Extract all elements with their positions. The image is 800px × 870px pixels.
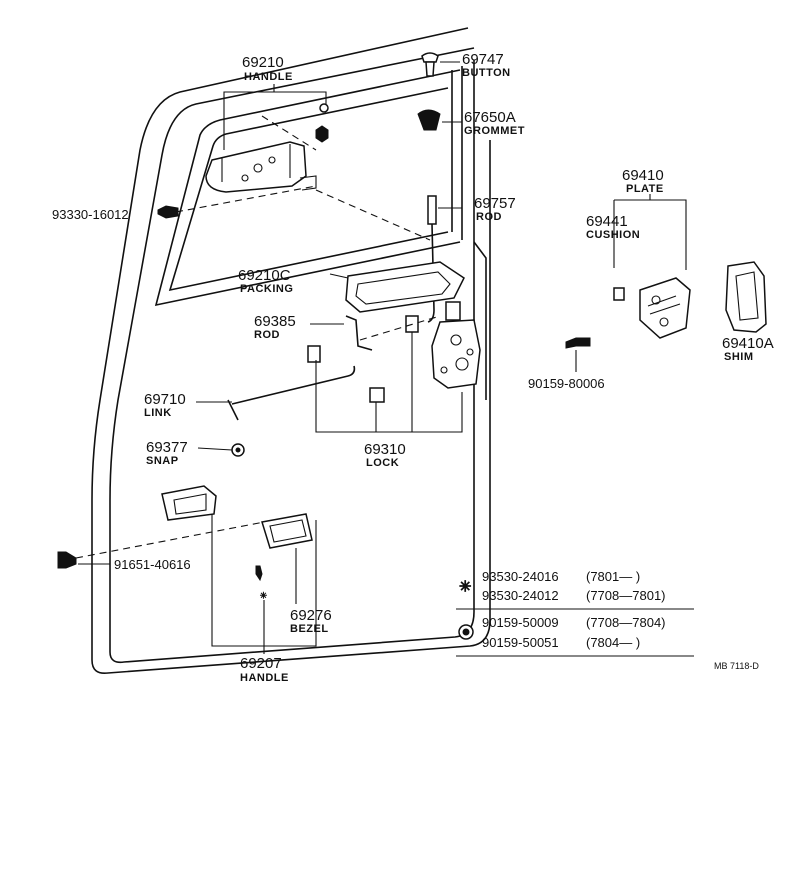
label-69410a-name: SHIM xyxy=(724,351,754,363)
plate-part xyxy=(613,277,691,339)
label-69441: 69441 CUSHION xyxy=(586,213,640,241)
bezel-star: ⁕ xyxy=(258,588,269,603)
label-69377-num: 69377 xyxy=(146,439,188,456)
label-69207: 69207 HANDLE xyxy=(240,655,289,684)
label-69207-num: 69207 xyxy=(240,655,282,672)
label-69747-num: 69747 xyxy=(462,51,504,68)
screw-icon xyxy=(255,565,263,582)
legend-row-2-range: (7708—7801) xyxy=(586,588,666,603)
link-part xyxy=(227,365,356,421)
label-69210c-num: 69210C xyxy=(238,267,291,284)
legend-row-2-part: 93530-24012 xyxy=(482,588,559,603)
legend-star-icon: ⁕ xyxy=(456,574,474,599)
lock-part xyxy=(431,301,481,389)
legend-row-3-part: 90159-50009 xyxy=(482,615,559,630)
snap-leader xyxy=(197,447,233,451)
legend-row-3-range: (7708—7804) xyxy=(586,615,666,630)
label-69410: 69410 PLATE xyxy=(622,167,664,195)
label-69757: 69757 ROD xyxy=(474,195,516,223)
legend-row-4-part: 90159-50051 xyxy=(482,635,559,650)
bezel-part xyxy=(261,513,313,549)
lock-clip-b xyxy=(307,345,321,363)
snap-part xyxy=(231,443,245,457)
handle-dash-1 xyxy=(261,115,317,151)
button-part xyxy=(421,52,439,77)
label-69757-num: 69757 xyxy=(474,195,516,212)
label-67650a-num: 67650A xyxy=(464,109,516,126)
label-69441-num: 69441 xyxy=(586,213,628,230)
label-93330: 93330-16012 xyxy=(52,207,129,222)
label-69210-name: HANDLE xyxy=(244,71,293,83)
legend-table: ⁕ 93530-24016 (7801— ) 93530-24012 (7708… xyxy=(456,569,694,657)
handle-dash-3 xyxy=(315,189,431,241)
label-69757-name: ROD xyxy=(476,211,502,223)
inside-handle-part xyxy=(161,485,217,521)
lock-clip-c xyxy=(369,387,385,403)
label-69377-name: SNAP xyxy=(146,455,179,467)
handle-leader xyxy=(223,91,327,150)
grommet-part xyxy=(417,109,441,131)
legend-row-4-range: (7804— ) xyxy=(586,635,640,650)
shim-part xyxy=(725,261,767,333)
bolt-91651-icon xyxy=(57,551,77,569)
label-69385: 69385 ROD xyxy=(254,313,296,341)
label-67650a: 67650A GROMMET xyxy=(464,109,525,137)
label-69310: 69310 LOCK xyxy=(364,441,406,469)
lock-bracket-inner xyxy=(375,332,413,432)
label-69410-num: 69410 xyxy=(622,167,664,184)
label-69410-name: PLATE xyxy=(626,183,664,195)
label-69276: 69276 BEZEL xyxy=(290,607,332,635)
legend-row-1-range: (7801— ) xyxy=(586,569,640,584)
figure-code: MB 7118-D xyxy=(714,661,759,671)
lock-bracket xyxy=(315,360,463,433)
label-69410a: 69410A SHIM xyxy=(722,335,774,363)
packing-part xyxy=(345,261,465,313)
packing-leader xyxy=(329,273,349,279)
label-90159-80006: 90159-80006 xyxy=(528,376,605,391)
bolt-93330-icon xyxy=(157,205,179,219)
rod-69385-part xyxy=(345,315,373,351)
label-69385-num: 69385 xyxy=(254,313,296,330)
label-69710-num: 69710 xyxy=(144,391,186,408)
nut-icon xyxy=(319,103,329,113)
legend-row-1-part: 93530-24016 xyxy=(482,569,559,584)
clip-icon xyxy=(315,125,329,143)
label-69210c-name: PACKING xyxy=(240,283,293,295)
label-69276-name: BEZEL xyxy=(290,623,329,635)
label-69207-name: HANDLE xyxy=(240,672,289,684)
label-69310-name: LOCK xyxy=(366,457,399,469)
label-69210-num: 69210 xyxy=(242,54,284,71)
label-69710-name: LINK xyxy=(144,407,172,419)
plate-bracket xyxy=(614,199,687,270)
label-69410a-num: 69410A xyxy=(722,335,774,352)
label-69385-name: ROD xyxy=(254,329,280,341)
label-69747: 69747 BUTTON xyxy=(462,51,511,79)
label-69210: 69210 HANDLE xyxy=(242,54,293,83)
lock-dash xyxy=(359,315,441,341)
label-69747-name: BUTTON xyxy=(462,67,511,79)
label-67650a-name: GROMMET xyxy=(464,125,525,137)
rod-69757-part xyxy=(427,195,437,323)
outside-handle-part xyxy=(205,141,317,193)
label-69441-name: CUSHION xyxy=(586,229,640,241)
label-69710: 69710 LINK xyxy=(144,391,186,419)
label-69210c: 69210C PACKING xyxy=(238,267,293,295)
bolt-90159-icon xyxy=(565,337,591,349)
label-69310-num: 69310 xyxy=(364,441,406,458)
label-91651: 91651-40616 xyxy=(114,557,191,572)
label-69377: 69377 SNAP xyxy=(146,439,188,467)
label-69276-num: 69276 xyxy=(290,607,332,624)
